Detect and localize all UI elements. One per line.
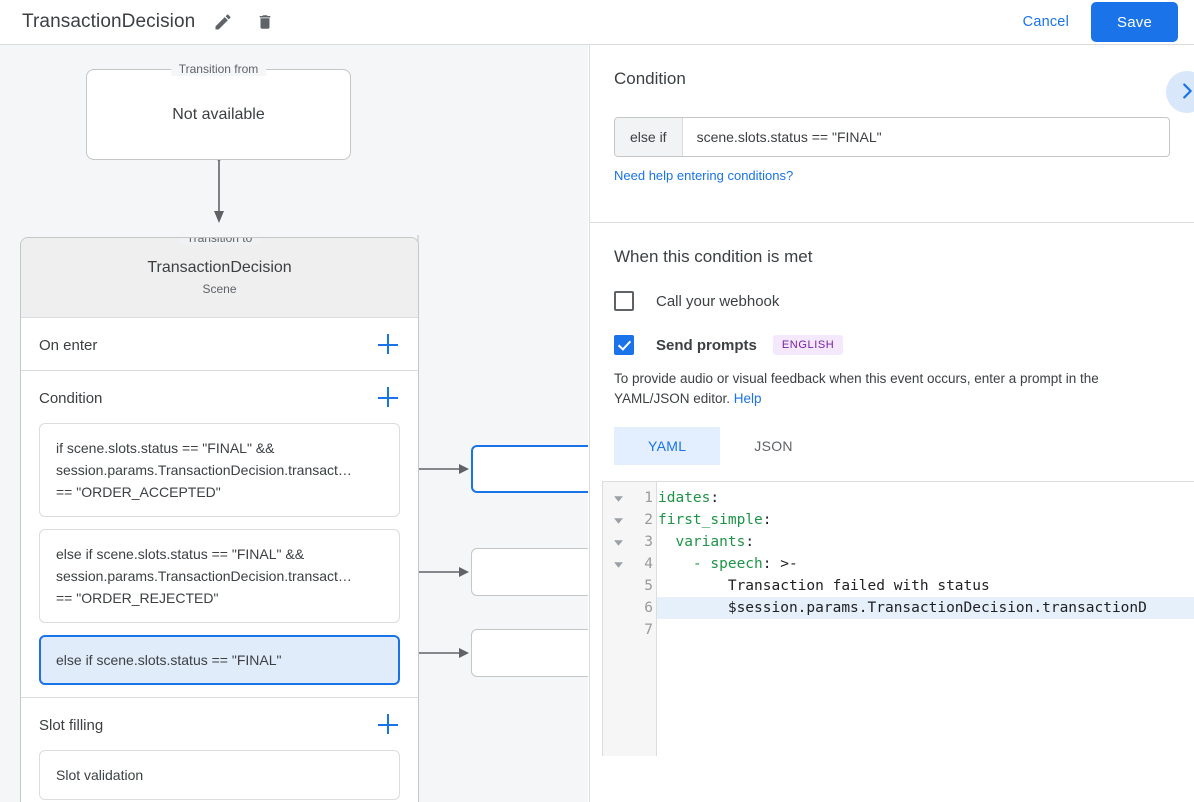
code-line[interactable]: - speech: >- bbox=[692, 556, 798, 572]
trash-icon bbox=[256, 12, 274, 32]
code-line-number: 3 bbox=[644, 534, 653, 550]
condition-item-1-line3: == "ORDER_ACCEPTED" bbox=[56, 484, 221, 500]
fold-spacer bbox=[603, 575, 633, 597]
editor-format-tabs: YAML JSON bbox=[614, 427, 1194, 465]
condition-met-section: When this condition is met Call your web… bbox=[590, 223, 1194, 756]
target-box-1[interactable] bbox=[471, 445, 588, 493]
code-line-number: 6 bbox=[644, 600, 653, 616]
send-prompts-checkbox[interactable] bbox=[614, 335, 634, 355]
chevron-right-icon bbox=[1176, 80, 1194, 105]
when-condition-met-heading: When this condition is met bbox=[614, 247, 813, 266]
slot-filling-title: Slot filling bbox=[39, 716, 104, 734]
scene-card: Transition to TransactionDecision Scene … bbox=[20, 237, 419, 802]
condition-panel-heading: Condition bbox=[614, 69, 686, 88]
section-condition: Condition if scene.slots.status == "FINA… bbox=[21, 371, 418, 698]
code-line-numbers: 1 2 3 4 5 6 7 bbox=[633, 482, 657, 756]
condition-item-1[interactable]: if scene.slots.status == "FINAL" && sess… bbox=[39, 423, 400, 517]
expand-panel-button[interactable] bbox=[1166, 71, 1194, 113]
transition-to-header: Transition to TransactionDecision Scene bbox=[21, 238, 418, 318]
transition-to-title: TransactionDecision bbox=[147, 259, 292, 276]
code-content[interactable]: idates: first_simple: variants: - speech:… bbox=[657, 482, 1194, 756]
condition-prefix-label: else if bbox=[615, 118, 683, 156]
delete-button[interactable] bbox=[251, 8, 279, 36]
code-line[interactable]: first_simple: bbox=[658, 512, 772, 528]
code-line[interactable]: idates: bbox=[658, 490, 720, 506]
need-help-conditions-link[interactable]: Need help entering conditions? bbox=[614, 168, 794, 183]
tab-json[interactable]: JSON bbox=[720, 427, 827, 465]
send-prompts-row: Send prompts ENGLISH bbox=[614, 335, 1194, 355]
cancel-button[interactable]: Cancel bbox=[1011, 6, 1081, 38]
transition-from-box: Transition from Not available bbox=[86, 62, 351, 160]
webhook-row: Call your webhook bbox=[614, 291, 1194, 311]
code-line[interactable]: Transaction failed with status bbox=[658, 578, 990, 594]
code-line-number: 1 bbox=[644, 490, 653, 506]
transition-to-legend: Transition to bbox=[178, 238, 261, 245]
page-title: TransactionDecision bbox=[22, 11, 196, 32]
transition-from-value: Not available bbox=[172, 105, 265, 123]
code-line-number: 4 bbox=[644, 556, 653, 572]
slot-filling-header: Slot filling bbox=[21, 698, 418, 750]
fold-toggle-icon[interactable] bbox=[603, 553, 633, 575]
code-line[interactable]: variants: bbox=[675, 534, 755, 550]
condition-item-3-line1: else if scene.slots.status == "FINAL" bbox=[56, 652, 282, 668]
fold-toggle-icon[interactable] bbox=[603, 531, 633, 553]
fold-toggle-icon[interactable] bbox=[603, 509, 633, 531]
condition-item-2-line1: else if scene.slots.status == "FINAL" && bbox=[56, 546, 305, 562]
call-webhook-checkbox[interactable] bbox=[614, 291, 634, 311]
scene-canvas: Transition from Not available Transition… bbox=[0, 45, 588, 802]
details-panel: Condition else if Need help entering con… bbox=[589, 45, 1194, 802]
section-on-enter: On enter bbox=[21, 318, 418, 371]
code-fold-column[interactable] bbox=[603, 482, 633, 756]
code-line[interactable] bbox=[657, 619, 1194, 641]
fold-spacer bbox=[603, 597, 633, 619]
on-enter-title: On enter bbox=[39, 336, 98, 354]
condition-item-1-line2: session.params.TransactionDecision.trans… bbox=[56, 462, 352, 478]
code-line-number: 2 bbox=[644, 512, 653, 528]
target-box-2[interactable] bbox=[471, 548, 588, 596]
prompts-description: To provide audio or visual feedback when… bbox=[614, 369, 1170, 409]
fold-spacer bbox=[603, 619, 633, 641]
condition-detail-section: Condition else if Need help entering con… bbox=[590, 45, 1194, 223]
condition-header: Condition bbox=[21, 371, 418, 423]
section-slot-filling: Slot filling Slot validation bbox=[21, 698, 418, 800]
edit-name-button[interactable] bbox=[209, 8, 237, 36]
condition-expression-input[interactable] bbox=[682, 118, 1169, 156]
condition-item-2-line2: session.params.TransactionDecision.trans… bbox=[56, 568, 352, 584]
code-line-number: 7 bbox=[644, 622, 653, 638]
transition-from-legend: Transition from bbox=[170, 62, 267, 76]
save-button[interactable]: Save bbox=[1091, 2, 1178, 42]
help-link[interactable]: Help bbox=[733, 391, 762, 406]
condition-item-2[interactable]: else if scene.slots.status == "FINAL" &&… bbox=[39, 529, 400, 623]
add-slot-filling-button[interactable] bbox=[378, 714, 400, 736]
condition-input-group: else if bbox=[614, 117, 1170, 157]
condition-item-2-line3: == "ORDER_REJECTED" bbox=[56, 590, 219, 606]
on-enter-header: On enter bbox=[21, 318, 418, 370]
code-editor[interactable]: 1 2 3 4 5 6 7 idates: first_simple: variants: -… bbox=[602, 481, 1194, 756]
pencil-icon bbox=[213, 12, 233, 32]
prompts-description-text: To provide audio or visual feedback when… bbox=[614, 371, 1099, 406]
target-box-3[interactable] bbox=[471, 629, 588, 677]
language-badge: ENGLISH bbox=[772, 335, 844, 355]
condition-title: Condition bbox=[39, 389, 103, 407]
tab-yaml[interactable]: YAML bbox=[614, 427, 721, 465]
condition-item-3[interactable]: else if scene.slots.status == "FINAL" bbox=[39, 635, 400, 685]
slot-validation-item[interactable]: Slot validation bbox=[39, 750, 400, 800]
transition-to-subtitle: Scene bbox=[202, 282, 237, 296]
fold-toggle-icon[interactable] bbox=[603, 487, 633, 509]
send-prompts-label: Send prompts bbox=[656, 336, 757, 354]
condition-item-1-line1: if scene.slots.status == "FINAL" && bbox=[56, 440, 275, 456]
app-header: TransactionDecision Cancel Save bbox=[0, 0, 1194, 45]
code-line-number: 5 bbox=[644, 578, 653, 594]
code-line[interactable]: $session.params.TransactionDecision.tran… bbox=[657, 597, 1194, 619]
call-webhook-label: Call your webhook bbox=[656, 292, 780, 310]
add-on-enter-button[interactable] bbox=[378, 334, 400, 356]
add-condition-button[interactable] bbox=[378, 387, 400, 409]
